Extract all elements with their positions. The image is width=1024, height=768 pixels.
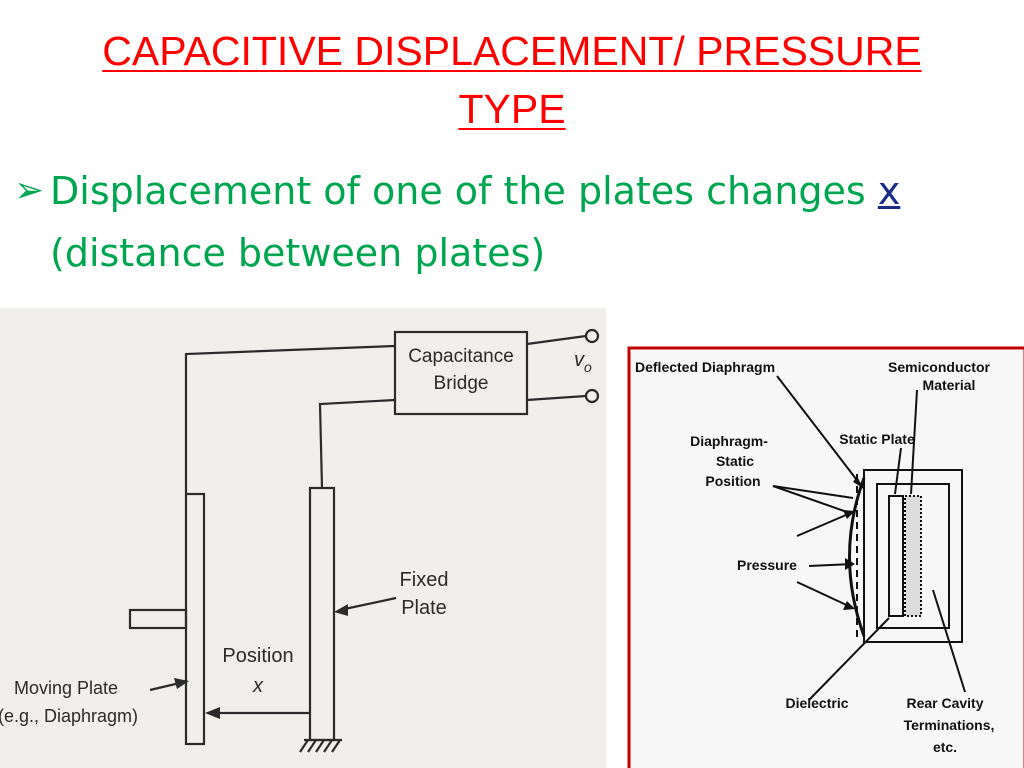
diaphragm-static-label-line3: Position [705,473,760,489]
pressure-arrow-lower [796,581,854,609]
static-plate [888,495,904,617]
wire-to-fixed-plate [318,398,396,489]
bullet-text-part2: (distance between plates) [50,231,546,275]
output-lead-bottom [526,394,587,402]
deflected-diaphragm-leader [776,375,864,489]
output-voltage-subscript: o [584,359,592,375]
position-label-line1: Position [222,645,293,667]
static-plate-leader [894,447,902,495]
position-label-line2: x [252,675,264,697]
slide-title-line2: TYPE [458,86,566,132]
pressure-arrowhead-middle [845,558,855,570]
deflected-diaphragm-label: Deflected Diaphragm [635,359,775,375]
ground-hatch-4 [323,739,333,753]
wire-to-moving-plate [184,344,396,494]
moving-plate-stem [128,608,188,630]
pressure-label: Pressure [737,557,797,573]
diaphragm-static-label-line2: Static [716,453,754,469]
deflected-diaphragm [848,477,866,637]
fixed-plate-label-line2: Plate [401,597,447,619]
dielectric-label: Dielectric [785,695,848,711]
rear-cavity-label-line1: Rear Cavity [906,695,983,711]
moving-plate-label-line2: (e.g., Diaphragm) [0,706,138,726]
output-voltage-symbol: v [574,349,585,371]
capacitance-bridge-box [393,330,529,416]
static-plate-label: Static Plate [839,431,915,447]
static-position-leader-2 [772,485,854,499]
rear-cavity-label-line2: Terminations, [904,717,995,733]
scanned-background [0,308,606,768]
ground-hatch-5 [331,739,341,753]
slide-title-line1: CAPACITIVE DISPLACEMENT/ PRESSURE [102,28,922,74]
output-terminal-bottom [584,388,600,404]
fixed-plate-leader [339,596,397,612]
fixed-plate-arrowhead [334,604,348,616]
ground-hatch-3 [315,739,325,753]
output-lead-top [526,334,587,346]
fixed-plate-label-line1: Fixed [400,569,449,591]
bullet-text-part1: Displacement of one of the plates change… [50,169,878,213]
dielectric-leader [808,617,890,701]
position-arrowhead [205,707,220,719]
diaphragm-static-label-line1: Diaphragm- [690,433,768,449]
pressure-arrowhead-lower [843,601,855,610]
rear-cavity-label-line3: etc. [933,739,957,755]
pressure-arrowhead-upper [843,510,855,519]
output-voltage-label: vo [574,349,592,375]
moving-plate-arrowhead [174,678,189,689]
distance-variable: x [877,169,901,213]
sensor-housing-inner [876,483,950,629]
capacitive-sensor-diagram: Capacitance Bridge vo Fixed Plate Positi… [0,308,606,768]
moving-plate-label-line1: Moving Plate [14,678,118,698]
semiconductor-label-line2: Material [923,377,976,393]
bridge-label-line2: Bridge [434,373,489,394]
semiconductor-material [904,495,922,617]
semiconductor-label-line1: Semiconductor [888,359,990,375]
bullet-point: ➢ Displacement of one of the plates chan… [14,160,1004,284]
bridge-label-line1: Capacitance [408,346,514,367]
figure-border [627,346,1024,768]
slide-title: CAPACITIVE DISPLACEMENT/ PRESSURE TYPE [0,22,1024,138]
ground-hatch-2 [307,739,317,753]
deflected-arrowhead [853,476,863,488]
arrow-bullet-icon: ➢ [14,170,45,211]
ground-hatch-1 [299,739,309,753]
bullet-text: Displacement of one of the plates change… [14,160,1004,284]
static-position-leader [772,485,848,513]
rear-cavity-leader [932,589,966,693]
output-terminal-top [584,328,600,344]
pressure-sensor-diagram: Deflected Diaphragm Semiconductor Materi… [627,346,1024,768]
semiconductor-leader [910,389,918,495]
pressure-arrow-upper [796,511,854,537]
